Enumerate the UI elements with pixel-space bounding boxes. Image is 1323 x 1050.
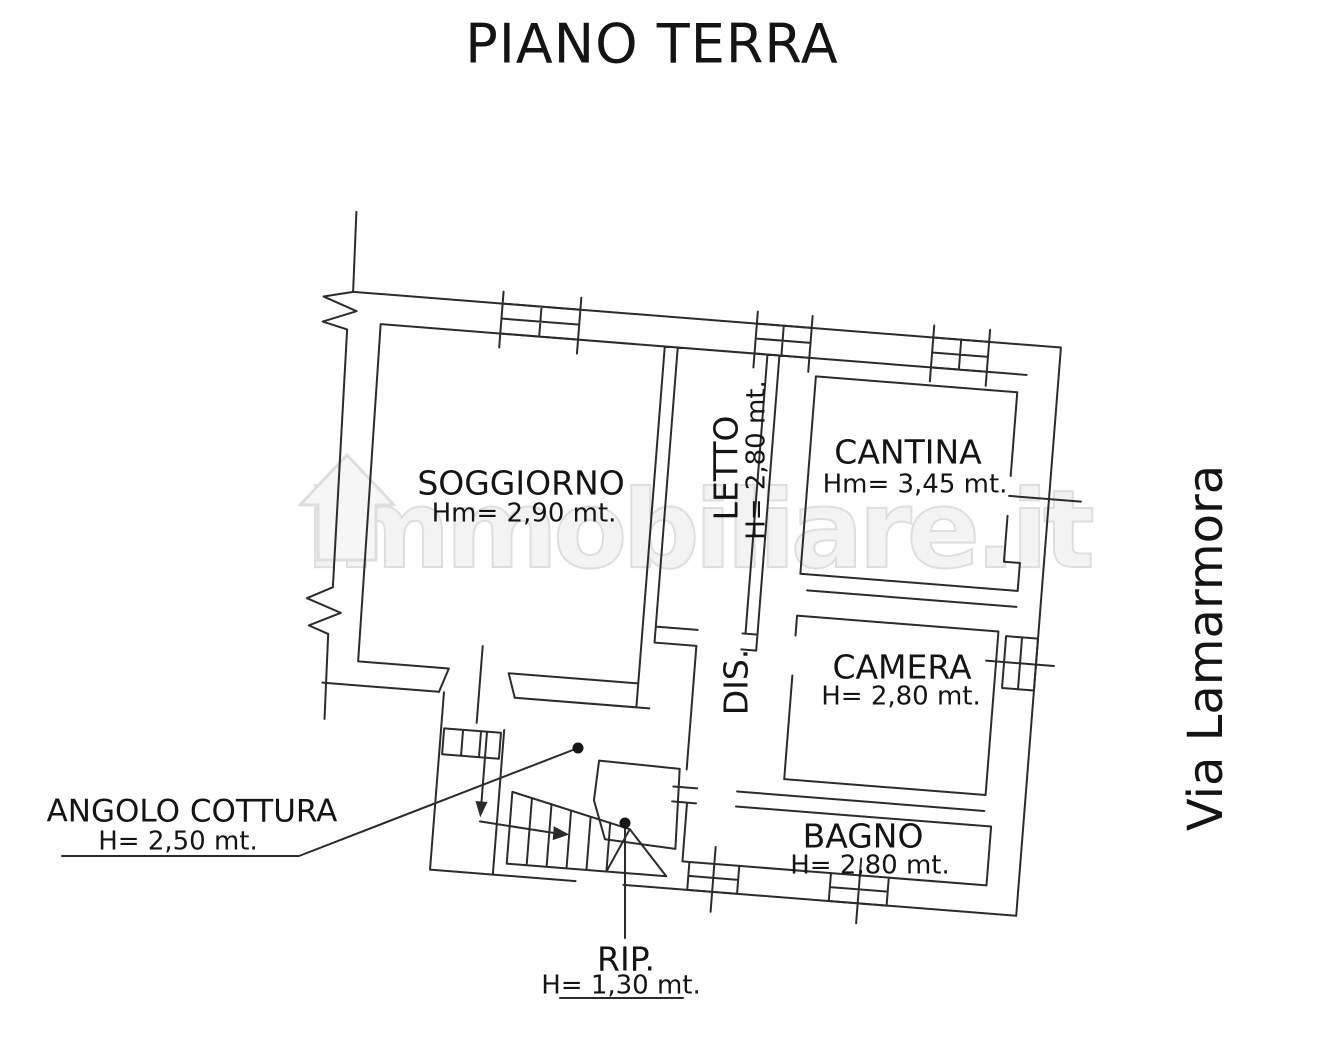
room-label-camera: CAMERA xyxy=(832,647,972,687)
street-label: Via Lamarmora xyxy=(1177,464,1234,832)
room-height-soggiorno: Hm= 2,90 mt. xyxy=(431,498,617,529)
room-height-cantina: Hm= 3,45 mt. xyxy=(822,469,1008,500)
outer-walls xyxy=(305,210,1062,917)
page-title: PIANO TERRA xyxy=(465,12,839,76)
angolo-cottura-leader-line xyxy=(61,747,579,857)
room-label-dis: DIS. xyxy=(716,648,756,716)
stair-arrow-right-head xyxy=(552,826,570,841)
watermark: immobiliare.it xyxy=(305,467,1096,594)
room-height-angolo-cottura: H= 2,50 mt. xyxy=(98,826,258,857)
room-height-rip: H= 1,30 mt. xyxy=(541,970,701,1001)
room-label-angolo-cottura: ANGOLO COTTURA xyxy=(46,793,338,830)
interior-walls xyxy=(357,323,1082,887)
room-height-bagno: H= 2,80 mt. xyxy=(790,850,950,881)
rip-room-outline xyxy=(592,759,681,850)
room-height-camera: H= 2,80 mt. xyxy=(821,681,981,712)
room-label-rip: RIP. xyxy=(597,939,655,979)
stair-arrow-down-head xyxy=(475,801,488,818)
plan-walls-group xyxy=(305,210,1082,925)
stair-arrow-lines xyxy=(478,730,559,835)
angolo-cottura-leader-dot xyxy=(572,742,584,754)
watermark-house-icon xyxy=(298,453,396,562)
room-label-soggiorno: SOGGIORNO xyxy=(417,463,625,503)
staircase xyxy=(505,790,668,878)
rip-leader-dot xyxy=(619,817,631,829)
room-label-letto: LETTO xyxy=(706,415,746,521)
room-height-letto: H= 2,80 mt. xyxy=(741,380,772,540)
room-label-cantina: CANTINA xyxy=(834,432,982,472)
room-label-bagno: BAGNO xyxy=(802,816,924,856)
window-symbols xyxy=(441,290,1055,925)
